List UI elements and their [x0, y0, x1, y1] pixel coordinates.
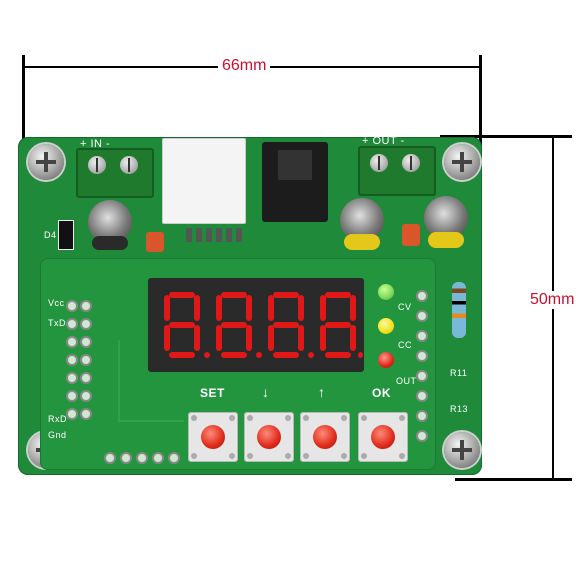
- decimal-point-3: [308, 352, 314, 358]
- pin-header-right: [416, 290, 430, 442]
- resistor-label-r11: R11: [450, 368, 468, 378]
- display-digits: [148, 278, 364, 372]
- up-button-cap: [313, 425, 337, 449]
- display-digit-1: [162, 292, 202, 358]
- set-button[interactable]: [188, 412, 238, 462]
- width-dimension-label: 66mm: [218, 57, 271, 75]
- decimal-point-2: [256, 352, 262, 358]
- display-digit-2: [214, 292, 254, 358]
- pcb-trace: [118, 420, 184, 422]
- white-component: [162, 138, 246, 224]
- led-cv: [378, 284, 394, 300]
- decimal-point-1: [204, 352, 210, 358]
- input-terminal-screw-minus: [120, 156, 138, 174]
- led-cc-label: CC: [398, 340, 412, 350]
- height-dimension-label: 50mm: [526, 291, 579, 309]
- height-dimension-bottom-tick: [455, 478, 572, 481]
- up-button[interactable]: [300, 412, 350, 462]
- ic-pins: [186, 228, 242, 242]
- output-terminal-screw-plus: [370, 154, 388, 172]
- set-button-cap: [201, 425, 225, 449]
- input-terminal-screw-plus: [88, 156, 106, 174]
- header-label-txd: TxD: [48, 318, 66, 328]
- decimal-point-4: [358, 352, 363, 358]
- silk-d4: D4: [44, 230, 57, 240]
- button-set-label: SET: [200, 386, 225, 400]
- mount-screw-bottom-right: [444, 432, 480, 468]
- resistor-label-r13: R13: [450, 404, 469, 414]
- led-cc: [378, 318, 394, 334]
- output-terminal-block: [358, 146, 436, 196]
- led-cv-label: CV: [398, 302, 412, 312]
- ok-button[interactable]: [358, 412, 408, 462]
- pin-header-left: [66, 300, 92, 440]
- mosfet-tab: [278, 150, 312, 180]
- pcb-trace: [118, 340, 120, 420]
- header-label-vcc: Vcc: [48, 298, 65, 308]
- width-dimension-left-tick: [22, 55, 25, 165]
- button-down-label: ↓: [262, 384, 270, 400]
- tantalum-capacitor-left: [146, 232, 164, 252]
- button-ok-label: OK: [372, 386, 391, 400]
- led-out: [378, 352, 394, 368]
- header-label-gnd: Gnd: [48, 430, 67, 440]
- output-terminal-label: + OUT -: [362, 135, 405, 147]
- down-button-cap: [257, 425, 281, 449]
- ok-button-cap: [371, 425, 395, 449]
- header-label-rxd: RxD: [48, 414, 67, 424]
- small-diode: [58, 220, 74, 250]
- display-digit-3: [266, 292, 306, 358]
- display-digit-4: [318, 292, 358, 358]
- bottom-holes: [104, 452, 184, 464]
- output-capacitor-1-sleeve: [344, 234, 380, 250]
- mount-screw-top-right: [444, 144, 480, 180]
- down-button[interactable]: [244, 412, 294, 462]
- mount-screw-top-left: [28, 144, 64, 180]
- led-out-label: OUT: [396, 376, 417, 386]
- input-terminal-block: [76, 148, 154, 198]
- width-dimension-right-tick: [479, 55, 482, 165]
- button-up-label: ↑: [318, 384, 326, 400]
- output-terminal-screw-minus: [402, 154, 420, 172]
- tantalum-capacitor-right: [402, 224, 420, 246]
- input-capacitor-sleeve: [92, 236, 128, 250]
- height-dimension-top-tick: [440, 135, 572, 138]
- input-terminal-label: + IN -: [80, 138, 111, 150]
- output-capacitor-2-sleeve: [428, 232, 464, 248]
- resistor: [452, 282, 466, 338]
